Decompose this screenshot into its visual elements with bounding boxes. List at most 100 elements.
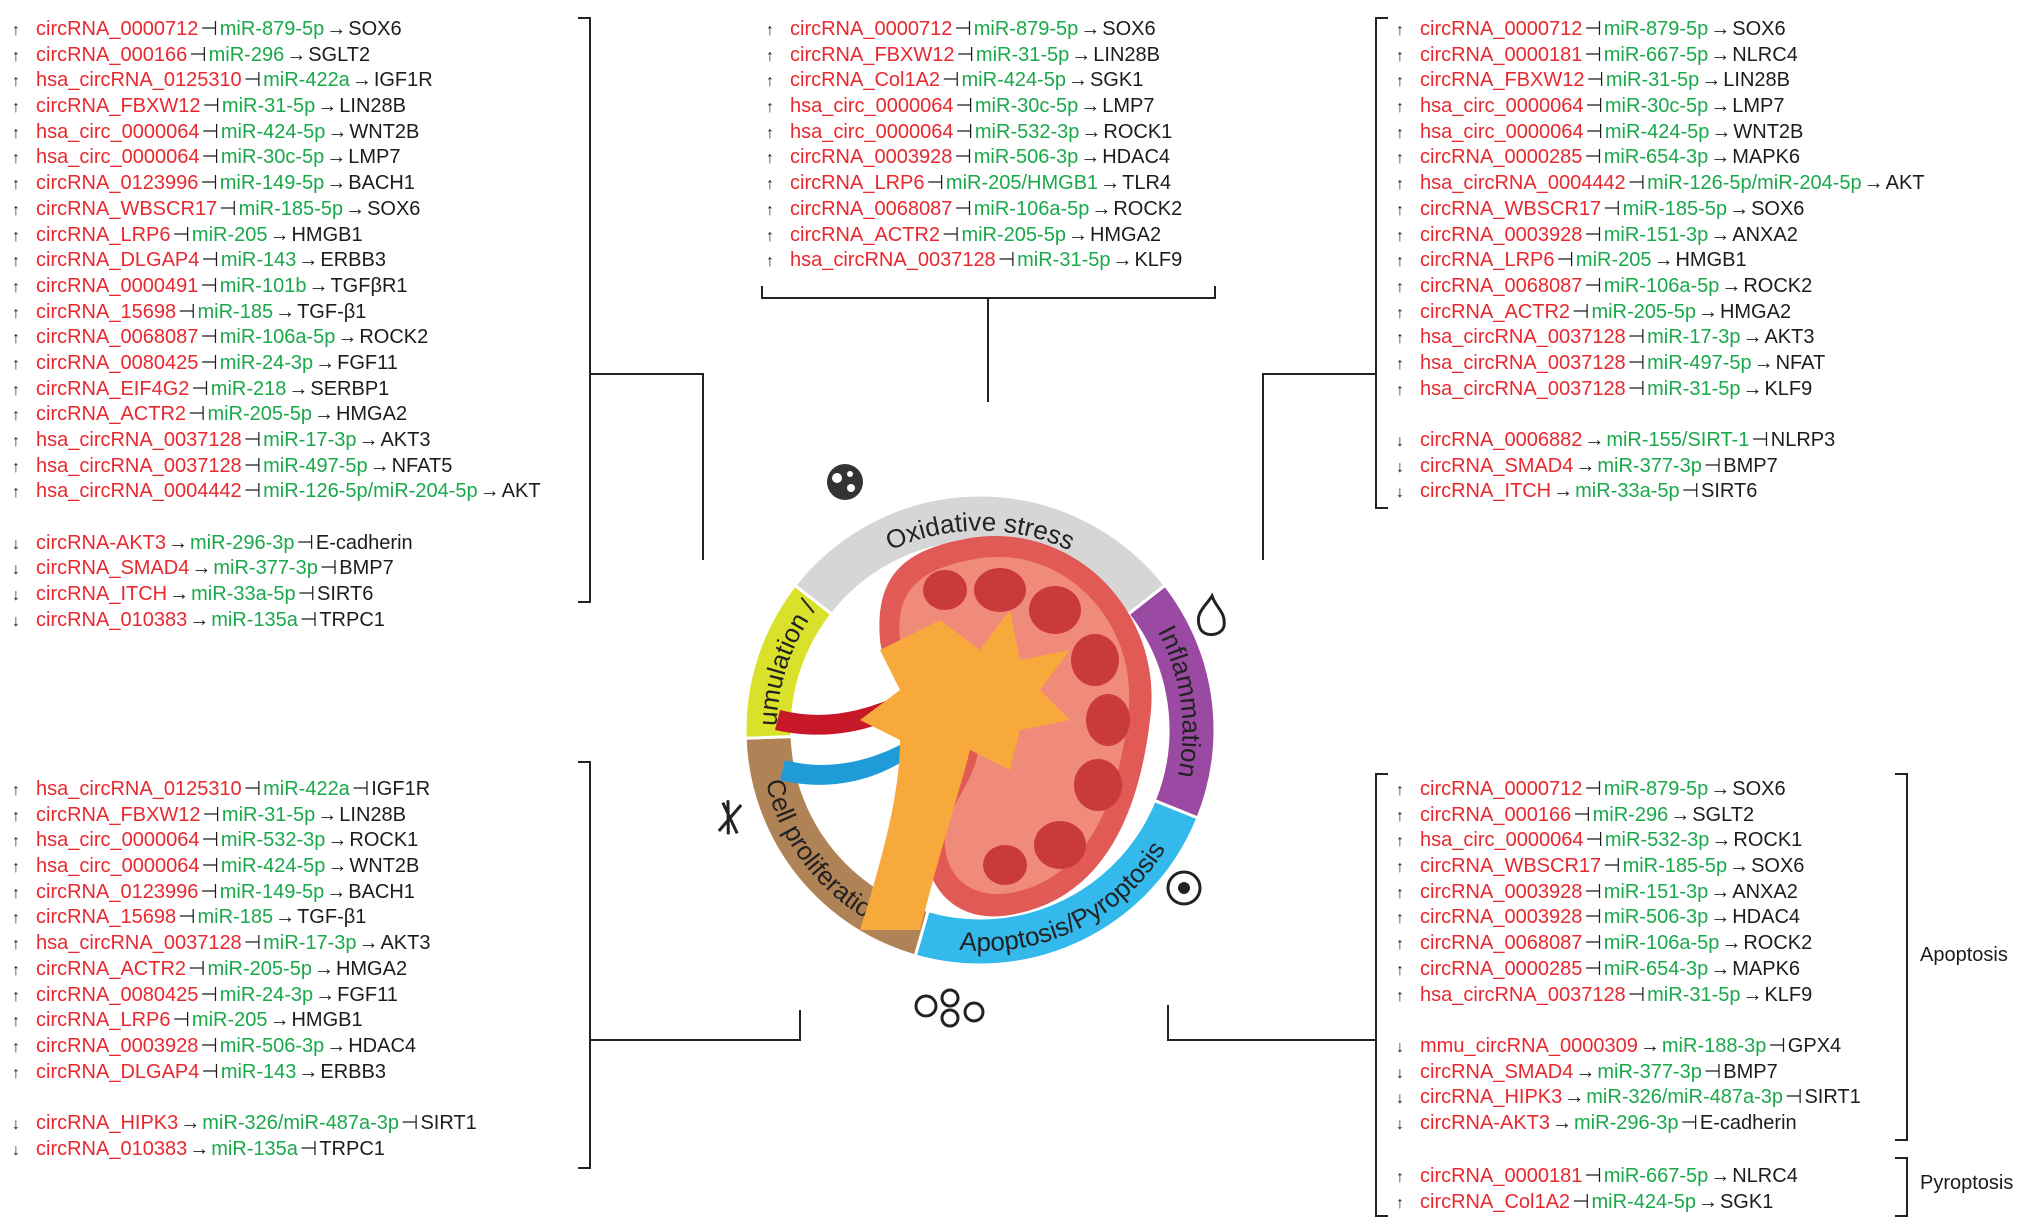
circrna-name: circRNA_LRP6 bbox=[36, 1009, 171, 1032]
interaction-row: ↑circRNA_0000181⊣miR-667-5p→NLRC4 bbox=[1396, 1164, 1798, 1190]
target-gene: NFAT bbox=[1775, 351, 1826, 374]
circrna-name: circRNA_0000712 bbox=[790, 18, 953, 40]
inhibition-bar-icon: ⊣ bbox=[200, 351, 218, 374]
interaction-row: ↑circRNA_0080425⊣miR-24-3p→FGF11 bbox=[12, 983, 477, 1009]
interaction-row: ↓circRNA-AKT3→miR-296-3p⊣E-cadherin bbox=[1396, 1111, 1861, 1137]
up-arrow-icon: ↑ bbox=[12, 176, 20, 194]
target-gene: MAPK6 bbox=[1732, 146, 1801, 169]
activation-arrow-icon: → bbox=[313, 403, 334, 426]
activation-arrow-icon: → bbox=[1067, 69, 1088, 92]
activation-arrow-icon: → bbox=[1710, 95, 1731, 118]
circrna-name: circRNA_ACTR2 bbox=[790, 223, 941, 246]
target-gene: SIRT6 bbox=[317, 583, 374, 606]
up-arrow-icon: ↑ bbox=[12, 22, 20, 39]
target-gene: TLR4 bbox=[1122, 172, 1172, 195]
activation-arrow-icon: → bbox=[1742, 983, 1763, 1006]
target-gene: MAPK6 bbox=[1732, 957, 1801, 980]
mirna-name: miR-205 bbox=[1575, 249, 1652, 272]
interaction-row: ↑hsa_circRNA_0037128⊣miR-497-5p→NFAT bbox=[1396, 351, 1925, 377]
up-arrow-icon: ↑ bbox=[12, 304, 20, 322]
interaction-row: ↑circRNA_WBSCR17⊣miR-185-5p→SOX6 bbox=[12, 197, 541, 223]
interaction-row: ↑hsa_circRNA_0125310⊣miR-422a⊣IGF1R bbox=[12, 777, 477, 803]
activation-arrow-icon: → bbox=[1710, 1165, 1731, 1187]
mirna-name: miR-654-3p bbox=[1603, 146, 1709, 169]
inhibition-bar-icon: ⊣ bbox=[297, 583, 316, 606]
up-arrow-icon: ↑ bbox=[766, 73, 774, 91]
target-gene: ROCK2 bbox=[359, 326, 429, 349]
inhibition-bar-icon: ⊣ bbox=[219, 197, 237, 220]
circrna-name: hsa_circRNA_0037128 bbox=[36, 454, 242, 477]
target-gene: BACH1 bbox=[348, 172, 415, 195]
group-cell-proliferation: ↑hsa_circRNA_0125310⊣miR-422a⊣IGF1R ↑circ… bbox=[12, 777, 477, 1162]
inhibition-bar-icon: ⊣ bbox=[1584, 906, 1602, 929]
mirna-name: miR-506-3p bbox=[219, 1034, 325, 1057]
mirna-name: miR-377-3p bbox=[1597, 454, 1702, 477]
target-gene: NLRC4 bbox=[1732, 43, 1798, 66]
circrna-name: circRNA_WBSCR17 bbox=[1420, 855, 1602, 878]
interaction-row: ↑hsa_circ_0000064⊣miR-30c-5p→LMP7 bbox=[1396, 94, 1925, 120]
inhibition-bar-icon: ⊣ bbox=[1556, 249, 1574, 272]
activation-arrow-icon: → bbox=[1697, 300, 1718, 323]
interaction-row: ↑hsa_circ_0000064⊣miR-532-3p→ROCK1 bbox=[766, 120, 1182, 146]
activation-arrow-icon: → bbox=[358, 932, 379, 955]
mirna-name: miR-155/SIRT-1 bbox=[1606, 429, 1750, 451]
interaction-row: ↑circRNA_15698⊣miR-185→TGF-β1 bbox=[12, 905, 477, 931]
down-arrow-icon: ↓ bbox=[1396, 458, 1404, 476]
activation-arrow-icon: → bbox=[1081, 120, 1102, 143]
activation-arrow-icon: → bbox=[1584, 429, 1605, 451]
activation-arrow-icon: → bbox=[1080, 18, 1101, 40]
group-ecm: ↑circRNA_0000712⊣miR-879-5p→SOX6↑circRNA… bbox=[12, 17, 541, 634]
interaction-row: ↑circRNA_DLGAP4⊣miR-143→ERBB3 bbox=[12, 1060, 477, 1086]
activation-arrow-icon: → bbox=[189, 1137, 210, 1160]
inhibition-bar-icon: ⊣ bbox=[1584, 274, 1602, 297]
wheel-segment-ecm bbox=[743, 583, 834, 740]
mirna-name: miR-377-3p bbox=[213, 557, 318, 580]
activation-arrow-icon: → bbox=[1742, 377, 1763, 400]
process-wheel: Oxidative stressInflammationApoptosis/Py… bbox=[717, 464, 1226, 1028]
activation-arrow-icon: → bbox=[1710, 18, 1731, 40]
circrna-name: circRNA_ACTR2 bbox=[36, 403, 187, 426]
circrna-name: circRNA_0003928 bbox=[790, 146, 953, 169]
inhibition-bar-icon: ⊣ bbox=[926, 172, 944, 195]
up-arrow-icon: ↑ bbox=[1396, 1169, 1404, 1186]
up-arrow-icon: ↑ bbox=[12, 253, 20, 271]
inhibition-bar-icon: ⊣ bbox=[942, 69, 960, 92]
inhibition-bar-icon: ⊣ bbox=[188, 957, 206, 980]
target-gene: SOX6 bbox=[1102, 18, 1156, 40]
target-gene: LIN28B bbox=[1093, 43, 1160, 66]
mirna-name: miR-424-5p bbox=[961, 69, 1066, 92]
activation-arrow-icon: → bbox=[327, 855, 348, 878]
interaction-row: ↑hsa_circ_0000064⊣miR-424-5p→WNT2B bbox=[12, 854, 477, 880]
mirna-name: miR-106a-5p bbox=[1603, 274, 1720, 297]
interaction-row: ↑circRNA_FBXW12⊣miR-31-5p→LIN28B bbox=[1396, 68, 1925, 94]
interaction-row: ↑circRNA_0000181⊣miR-667-5p→NLRC4 bbox=[1396, 43, 1925, 69]
group-apoptosis: ↑circRNA_0000712⊣miR-879-5p→SOX6↑circRNA… bbox=[1396, 777, 1861, 1137]
up-arrow-icon: ↑ bbox=[1396, 201, 1404, 219]
up-arrow-icon: ↑ bbox=[12, 201, 20, 219]
target-gene: LMP7 bbox=[1102, 95, 1155, 118]
interaction-row: ↑circRNA_0068087⊣miR-106a-5p→ROCK2 bbox=[12, 325, 541, 351]
target-gene: HDAC4 bbox=[1102, 146, 1171, 169]
activation-arrow-icon: → bbox=[358, 429, 379, 451]
up-arrow-icon: ↑ bbox=[766, 22, 774, 39]
inhibition-bar-icon: ⊣ bbox=[299, 1137, 318, 1160]
up-arrow-icon: ↑ bbox=[12, 278, 20, 296]
circrna-name: circRNA_SMAD4 bbox=[1420, 454, 1574, 477]
interaction-row: ↑hsa_circ_0000064⊣miR-30c-5p→LMP7 bbox=[12, 145, 541, 171]
activation-arrow-icon: → bbox=[1710, 146, 1731, 169]
circrna-name: circRNA_000166 bbox=[1420, 803, 1572, 826]
mirna-name: miR-532-3p bbox=[974, 120, 1080, 143]
mirna-name: miR-31-5p bbox=[1647, 377, 1741, 400]
inhibition-bar-icon: ⊣ bbox=[299, 608, 318, 631]
interaction-row: ↑circRNA_15698⊣miR-185→TGF-β1 bbox=[12, 300, 541, 326]
up-arrow-icon: ↑ bbox=[1396, 73, 1404, 91]
circrna-name: circRNA-AKT3 bbox=[36, 531, 167, 554]
target-gene: ROCK2 bbox=[1743, 932, 1813, 955]
activation-arrow-icon: → bbox=[1711, 120, 1732, 143]
circrna-name: hsa_circRNA_0037128 bbox=[36, 429, 242, 451]
interaction-row: ↑circRNA_WBSCR17⊣miR-185-5p→SOX6 bbox=[1396, 854, 1861, 880]
mirna-name: miR-188-3p bbox=[1661, 1034, 1767, 1057]
circrna-name: hsa_circ_0000064 bbox=[790, 120, 954, 143]
mirna-name: miR-497-5p bbox=[1647, 351, 1752, 374]
